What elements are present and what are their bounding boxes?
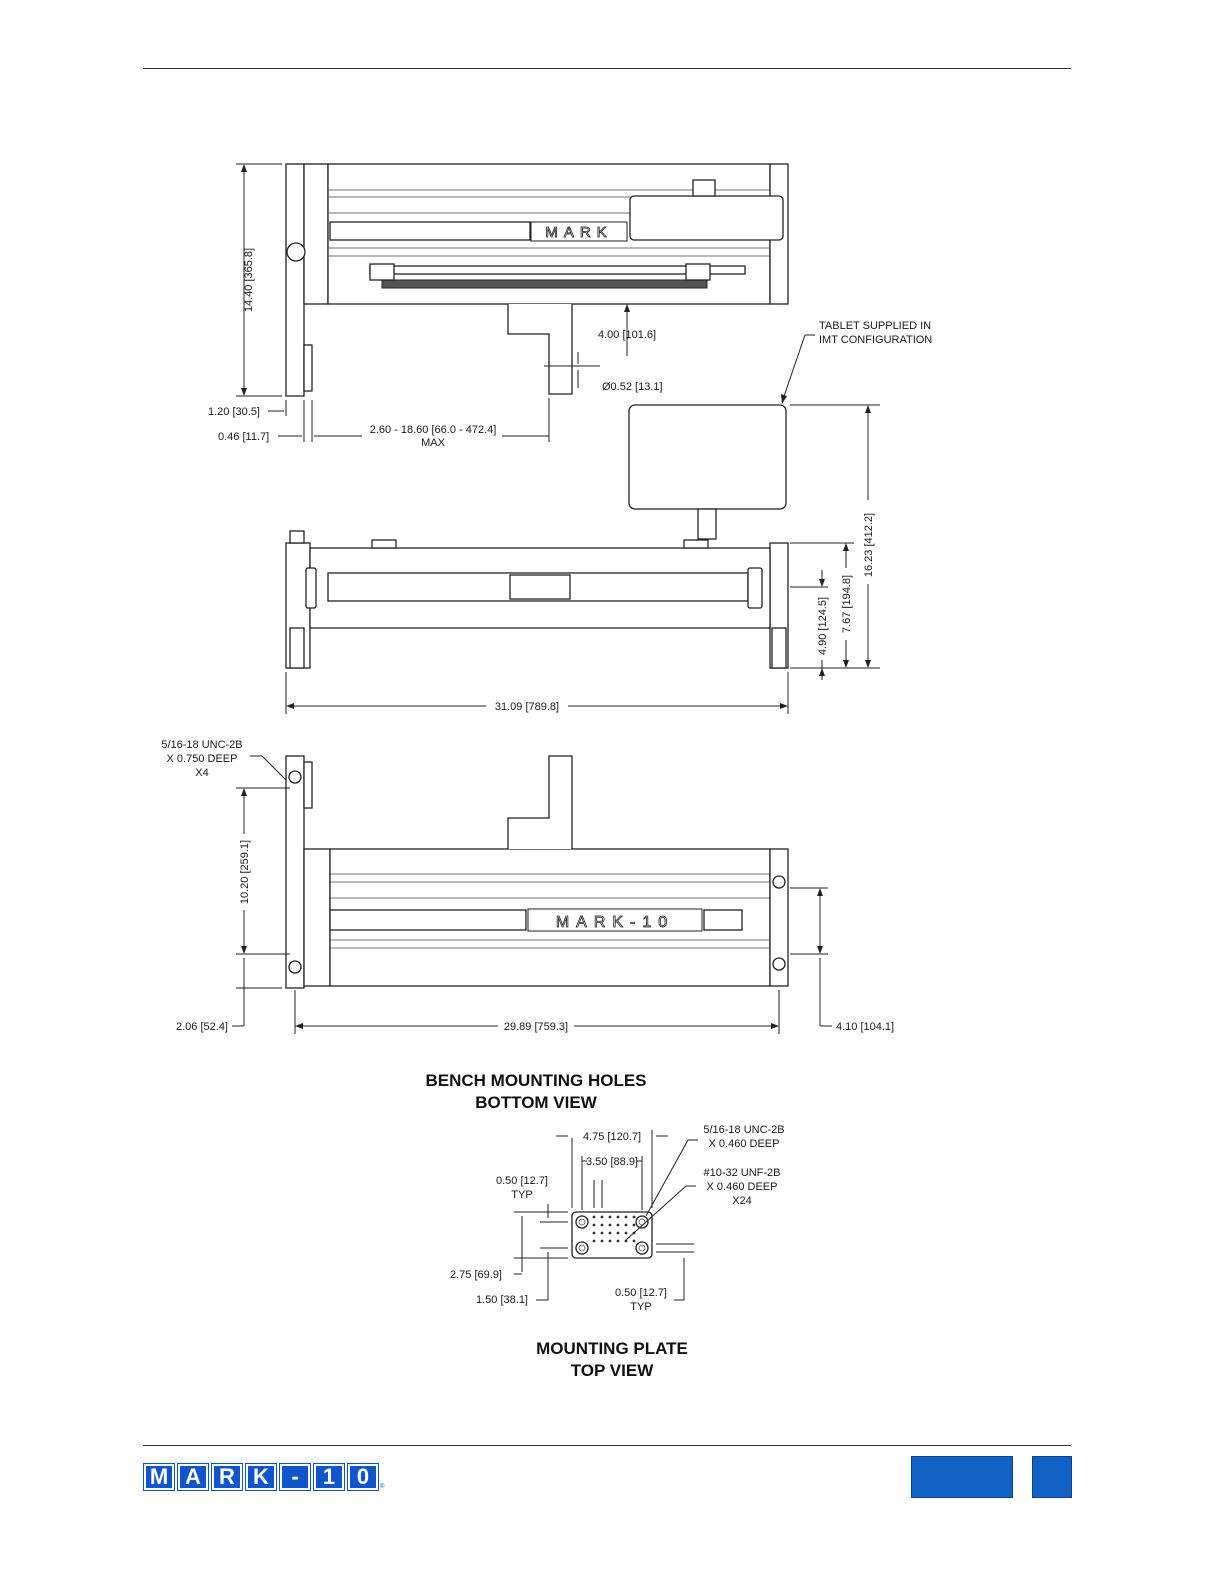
plate-small-thread-1: #10-32 UNF-2B: [703, 1167, 780, 1179]
bottom-left-bracket: [303, 848, 331, 987]
caption-plate-2: TOP VIEW: [571, 1361, 654, 1380]
bench-hole-4: [772, 957, 786, 971]
dim-offset-a: 1.20 [30.5]: [208, 406, 260, 418]
bottom-left-upright: [285, 755, 305, 989]
bench-hole-3: [772, 875, 786, 889]
front-label-left: [305, 567, 317, 609]
left-foot-block: [303, 344, 313, 392]
bottom-brand-text: MARK-10: [556, 914, 674, 931]
plate-height-outer: 2.75 [69.9]: [450, 1269, 502, 1281]
front-carriage: [509, 574, 571, 600]
dim-low-height: 4.90 [124.5]: [817, 597, 829, 655]
dim-offset-b: 0.46 [11.7]: [218, 431, 269, 443]
footer-section-box: [911, 1456, 1013, 1498]
left-bracket: [303, 163, 329, 305]
top-view: MARK 14.40 [365.8] 4.00 [101.6] Ø0.52: [208, 163, 789, 449]
scale-bar: [381, 279, 708, 289]
dim-mid-height: 7.67 [194.8]: [841, 575, 853, 633]
front-left-foot: [289, 627, 305, 669]
left-upright: [285, 163, 305, 397]
top-rail-slot: [329, 221, 531, 241]
caption-plate-1: MOUNTING PLATE: [536, 1339, 688, 1358]
dim-arm: 4.00 [101.6]: [598, 329, 656, 341]
dim-pin-dia: Ø0.52 [13.1]: [602, 381, 663, 393]
front-right-foot: [771, 627, 787, 669]
dim-hole-spacing: 10.20 [259.1]: [239, 840, 251, 904]
front-stop-left: [371, 539, 397, 549]
bottom-rail-slot-right: [703, 909, 743, 931]
plate-large-hole-4: [635, 1241, 649, 1255]
top-brand: MARK: [530, 221, 628, 242]
dim-travel-note: MAX: [421, 437, 446, 449]
tablet-note-2: IMT CONFIGURATION: [819, 334, 932, 346]
bench-hole-1: [288, 770, 302, 784]
plate-large-hole-3: [575, 1241, 589, 1255]
logo-letter: K: [246, 1464, 276, 1490]
left-stop: [369, 263, 395, 281]
logo-letter: R: [212, 1464, 242, 1490]
plate-large-thread-1: 5/16-18 UNC-2B: [703, 1124, 784, 1136]
brand-text: MARK: [545, 224, 612, 241]
logo-letter: 1: [314, 1464, 344, 1490]
footer-logo: M A R K - 1 0 ®: [144, 1464, 384, 1490]
tablet-stem: [697, 508, 717, 540]
right-stop: [685, 263, 711, 281]
logo-letter: 0: [348, 1464, 378, 1490]
plate-small-thread-2: X 0.460 DEEP: [707, 1181, 778, 1193]
plate-small-holes: [592, 1215, 636, 1243]
knob: [286, 242, 306, 262]
bottom-left-block: [303, 761, 313, 809]
footer-page-box: [1032, 1456, 1072, 1498]
plate-edge-bottom-2: TYP: [630, 1301, 651, 1313]
dim-height: 14.40 [365.8]: [243, 248, 255, 312]
front-view: 16.23 [412.2] 7.67 [194.8] 4.90 [124.5] …: [285, 404, 880, 714]
bottom-brand: MARK-10: [527, 908, 703, 932]
bench-hole-2: [288, 960, 302, 974]
front-knob: [289, 530, 305, 544]
footer-rule: [143, 1445, 1071, 1446]
plate-height-inner: 1.50 [38.1]: [476, 1294, 528, 1306]
dim-left-offset: 2.06 [52.4]: [176, 1021, 228, 1033]
plate-edge-left-1: 0.50 [12.7]: [496, 1175, 548, 1187]
dim-width: 31.09 [789.8]: [495, 701, 559, 713]
logo-letter: A: [178, 1464, 208, 1490]
front-stop-right: [683, 539, 709, 549]
bottom-arm: [507, 755, 573, 849]
arm: [507, 304, 573, 395]
bottom-thread-1: 5/16-18 UNC-2B: [161, 739, 242, 751]
tablet-note-1: TABLET SUPPLIED IN: [819, 320, 931, 332]
bottom-view: 5/16-18 UNC-2B X 0.750 DEEP X4 MARK-10: [161, 739, 894, 1034]
technical-drawing: MARK 14.40 [365.8] 4.00 [101.6] Ø0.52: [161, 163, 932, 1380]
plate-large-hole-1: [575, 1215, 589, 1229]
header-rule: [143, 68, 1071, 69]
plate-small-thread-3: X24: [732, 1195, 752, 1207]
plate-width-outer: 4.75 [120.7]: [583, 1131, 641, 1143]
plate-width-inner: 3.50 [88.9]: [586, 1156, 638, 1168]
display-mount: [692, 179, 716, 197]
caption-bench-2: BOTTOM VIEW: [475, 1093, 597, 1112]
caption-bench-1: BENCH MOUNTING HOLES: [426, 1071, 647, 1090]
registered-mark: ®: [380, 1484, 385, 1490]
bottom-rail-slot: [329, 909, 527, 931]
mounting-plate: 4.75 [120.7] 3.50 [88.9] 0.50 [12.7] TYP…: [450, 1124, 785, 1313]
bottom-thread-3: X4: [195, 767, 208, 779]
plate-body: [571, 1211, 653, 1259]
plate-large-hole-2: [635, 1215, 649, 1229]
display-housing: [629, 195, 784, 241]
bottom-thread-2: X 0.750 DEEP: [167, 753, 238, 765]
plate-edge-left-2: TYP: [511, 1189, 532, 1201]
dim-right-offset: 4.10 [104.1]: [836, 1021, 894, 1033]
plate-large-thread-2: X 0.460 DEEP: [709, 1138, 780, 1150]
logo-letter: -: [280, 1464, 310, 1490]
tablet: [628, 404, 787, 510]
plate-edge-bottom-1: 0.50 [12.7]: [615, 1287, 667, 1299]
front-label-right: [747, 567, 763, 609]
dim-travel: 2.60 - 18.60 [66.0 - 472.4]: [370, 424, 497, 436]
logo-letter: M: [144, 1464, 174, 1490]
dim-span: 29.89 [759.3]: [504, 1021, 568, 1033]
dim-overall-height: 16.23 [412.2]: [863, 513, 875, 577]
